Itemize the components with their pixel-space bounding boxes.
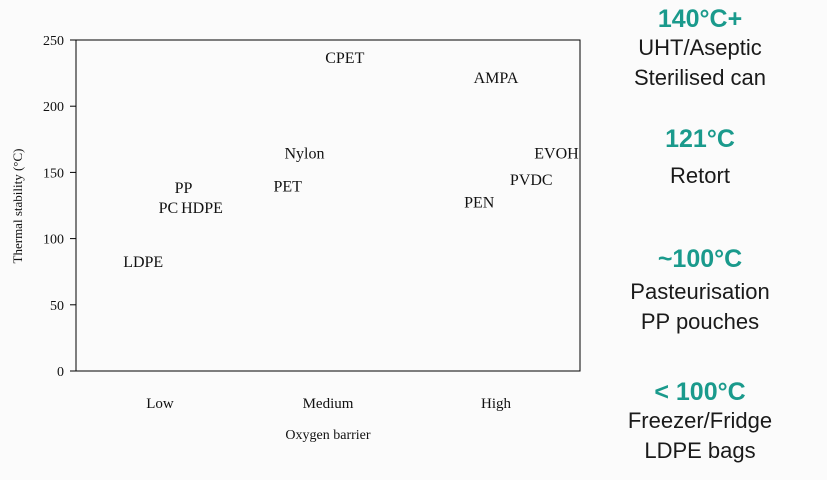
temp-label: ~100°C [657,245,743,273]
temp-label: 121°C [665,125,735,153]
side-label-freezer: < 100°C Freezer/Fridge LDPE bags [600,378,800,466]
point-label: PP [175,180,193,197]
side-label-retort: 121°C Retort [600,125,800,191]
y-tick-label: 50 [50,299,64,314]
point-label: LDPE [123,254,163,271]
point-label: PET [273,179,302,196]
y-tick-label: 250 [43,34,64,49]
desc-line: PP pouches [640,309,760,334]
x-category-label: Medium [303,396,354,412]
desc-line: Sterilised can [633,65,767,90]
point-label: HDPE [181,200,223,217]
desc-line: Pasteurisation [630,279,770,304]
y-tick-label: 0 [57,365,64,380]
point-label: PVDC [510,172,553,189]
point-label: PC [159,200,179,217]
y-axis-ticks: 0 50 100 150 200 250 [43,34,76,380]
y-axis-title: Thermal stability (°C) [10,149,25,264]
desc-line: Freezer/Fridge [627,408,773,433]
desc-line: Retort [670,163,730,188]
point-label: EVOH [534,146,579,163]
side-label-uht: 140°C+ UHT/Aseptic Sterilised can [600,5,800,93]
temp-label: 140°C+ [657,5,743,33]
point-label: PEN [464,195,495,212]
desc-line: UHT/Aseptic [638,35,762,60]
point-label: CPET [325,50,364,67]
side-label-pasteurisation: ~100°C Pasteurisation PP pouches [600,245,800,337]
y-tick-label: 100 [43,233,64,248]
x-axis-title: Oxygen barrier [285,428,370,443]
x-category-label: High [481,396,512,412]
x-axis-categories: Low Medium High [146,396,511,412]
plot-frame [75,39,581,372]
temp-label: < 100°C [654,378,746,406]
point-label: AMPA [474,70,519,87]
point-label: Nylon [284,146,324,163]
y-tick-label: 200 [43,100,64,115]
desc-line: LDPE bags [644,438,756,463]
y-tick-label: 150 [43,166,64,181]
x-category-label: Low [146,396,174,412]
